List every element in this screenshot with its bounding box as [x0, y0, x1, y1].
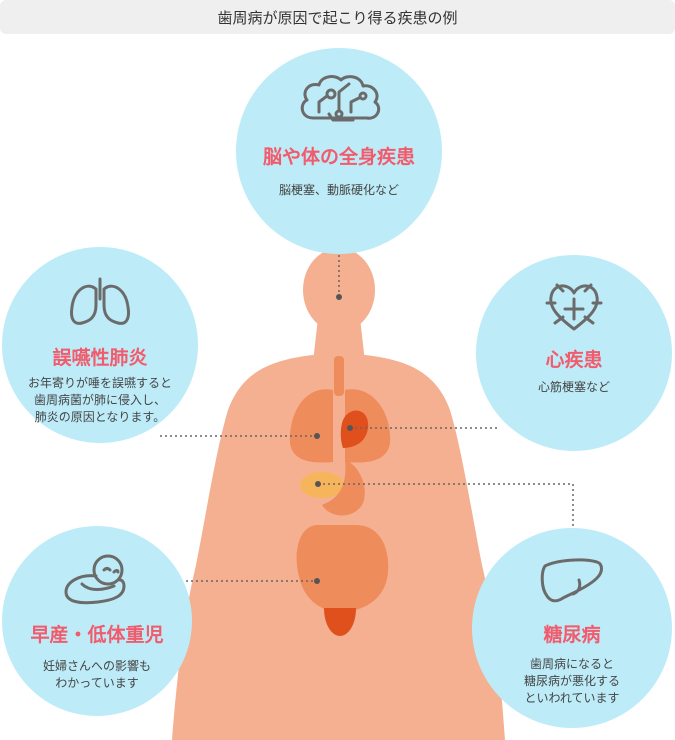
dot-liver — [315, 481, 321, 487]
bubble-heart-disease: 心疾患 心筋梗塞など — [476, 255, 672, 451]
brain-icon — [300, 75, 381, 122]
heart-organ — [340, 410, 369, 448]
heart-icon — [545, 283, 603, 331]
heart-disease-desc: 心筋梗塞など — [537, 380, 610, 394]
trachea — [334, 356, 344, 396]
brain-disease-desc: 脳梗塞、動脈硬化など — [278, 183, 399, 197]
heart-disease-name: 心疾患 — [545, 349, 603, 371]
pneumonia-desc: お年寄りが唾を誤嚥すると 歯周病菌が肺に侵入し、 肺炎の原因となります。 — [27, 376, 172, 424]
diabetes-desc: 歯周病になると 糖尿病が悪化する といわれています — [523, 657, 620, 705]
dot-lung — [314, 433, 320, 439]
premature-birth-name: 早産・低体重児 — [30, 624, 164, 646]
dot-brain — [336, 294, 342, 300]
liver-organ — [300, 472, 344, 498]
premature-birth-desc: 妊婦さんへの影響も わかっています — [42, 659, 151, 690]
bubble-brain-disease: 脳や体の全身疾患 脳梗塞、動脈硬化など — [236, 48, 442, 254]
neck — [313, 318, 365, 362]
connector-diabetes — [318, 483, 574, 528]
diagram-title: 歯周病が原因で起こり得る疾患の例 — [0, 0, 675, 34]
dot-intestine — [314, 578, 320, 584]
lungs-icon — [70, 277, 130, 325]
bubble-premature-birth: 早産・低体重児 妊婦さんへの影響も わかっています — [2, 526, 192, 716]
intestines — [296, 525, 389, 612]
organs — [289, 356, 391, 636]
left-lung — [289, 389, 333, 463]
bubble-diabetes: 糖尿病 歯周病になると 糖尿病が悪化する といわれています — [472, 528, 672, 728]
liver-icon — [540, 558, 603, 603]
bladder — [324, 608, 356, 636]
connector-dots — [314, 294, 353, 584]
bubble-pneumonia: 誤嚥性肺炎 お年寄りが唾を誤嚥すると 歯周病菌が肺に侵入し、 肺炎の原因となりま… — [2, 247, 198, 443]
stomach — [322, 460, 365, 516]
pneumonia-name: 誤嚥性肺炎 — [52, 347, 148, 369]
baby-icon — [64, 554, 126, 605]
dot-heart — [347, 425, 353, 431]
brain-disease-name: 脳や体の全身疾患 — [262, 146, 415, 168]
connectors — [160, 240, 574, 582]
diabetes-name: 糖尿病 — [543, 624, 601, 646]
